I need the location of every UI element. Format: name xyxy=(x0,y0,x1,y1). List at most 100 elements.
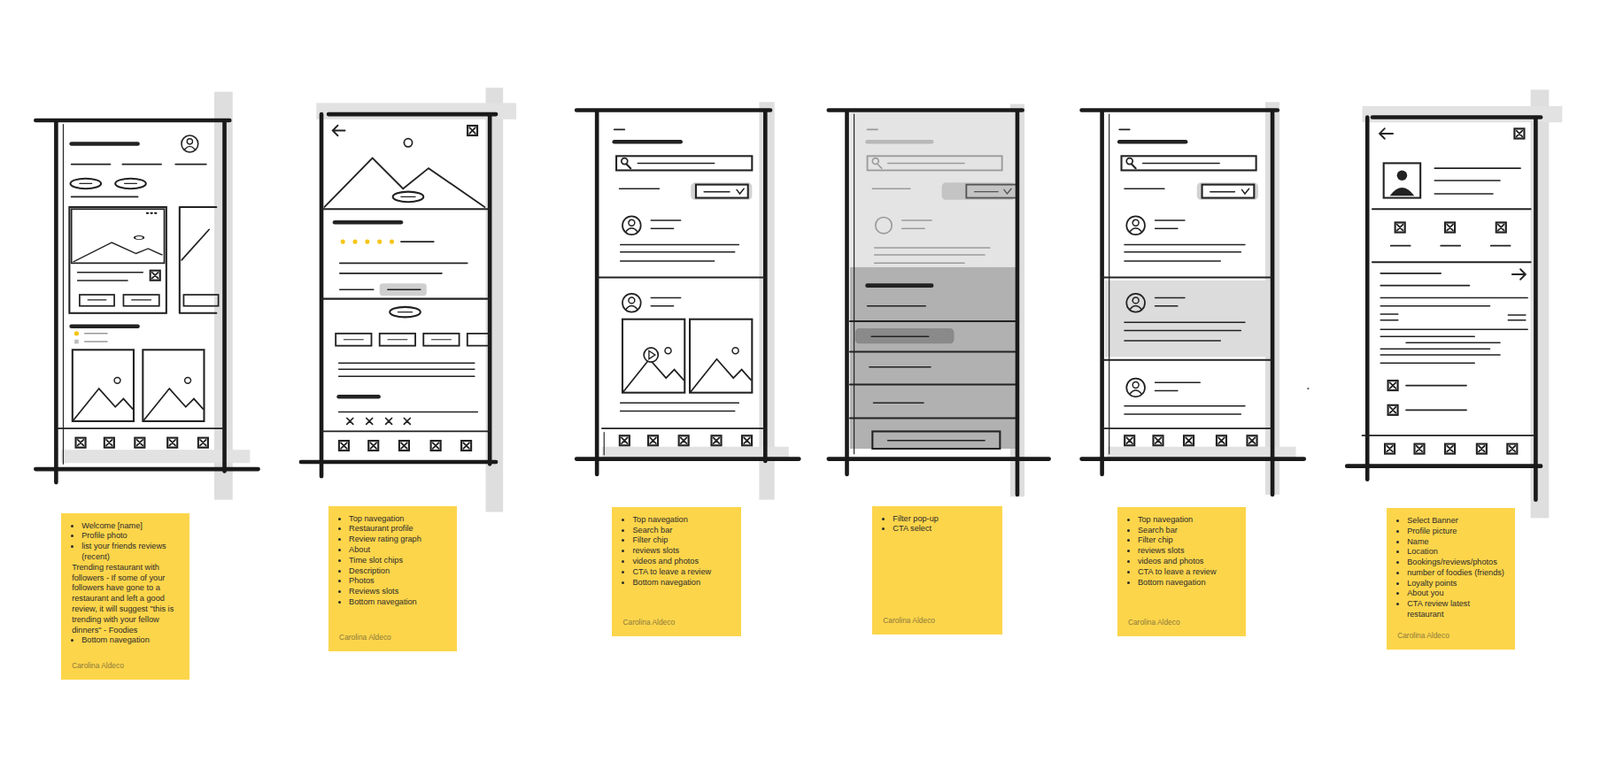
note-bullet: reviews slots xyxy=(632,546,732,557)
sketch-path xyxy=(301,114,496,477)
sketch-path xyxy=(321,298,490,301)
note-bullet: CTA to leave a review xyxy=(632,567,732,579)
sketch-use xyxy=(198,438,209,449)
note-bullet: Search bar xyxy=(1137,525,1237,537)
sketch-path xyxy=(1372,208,1531,263)
sticky-note: Top navegationSearch barFilter chiprevie… xyxy=(611,507,741,637)
sketch-circle xyxy=(1126,158,1133,165)
sketch-ellipse xyxy=(393,192,425,203)
note-bullet: CTA select xyxy=(892,524,993,535)
sketch-ellipse xyxy=(389,307,421,318)
sketch-use xyxy=(181,135,199,153)
note-bullet: Bottom navegation xyxy=(632,578,732,589)
note-bullet: Photos xyxy=(348,576,449,588)
sketch-circle xyxy=(74,331,79,336)
sketch-path xyxy=(1124,220,1245,262)
sketch-use xyxy=(1183,435,1194,446)
sketch-use xyxy=(622,293,642,313)
sketch-circle xyxy=(389,239,395,245)
phone-reviews xyxy=(576,101,799,500)
note-bullet: Reviews slots xyxy=(348,587,449,598)
sketch-rect xyxy=(1361,106,1562,123)
sketch-path xyxy=(1380,298,1528,364)
sketch-path xyxy=(1512,269,1526,280)
sketch-path xyxy=(62,124,64,465)
sketch-use xyxy=(1414,444,1424,455)
phone-restaurant xyxy=(301,87,517,512)
sketch-rect xyxy=(616,155,752,171)
sketch-path xyxy=(1379,128,1393,140)
sketch-use xyxy=(73,377,133,420)
sketch-path xyxy=(1102,427,1273,430)
note-bullet: videos and photos xyxy=(1137,556,1237,568)
sketch-path xyxy=(179,207,217,314)
sketch-path xyxy=(650,298,681,307)
sketch-circle xyxy=(643,347,658,363)
note-author: Carolina Aldeco xyxy=(882,605,993,627)
sketch-path xyxy=(867,305,927,307)
sketch-path xyxy=(35,120,258,483)
sketch-use xyxy=(1476,444,1487,455)
sketch-rect xyxy=(1121,155,1257,171)
note-bullet: Bottom navegation xyxy=(1137,578,1237,589)
sketch-circle xyxy=(340,239,346,245)
sketch-path xyxy=(1102,276,1273,279)
note-bullet: Welcome [name] xyxy=(81,521,181,533)
note-bullet: Restaurant profile xyxy=(348,524,449,535)
sticky-note: Select BannerProfile pictureNameLocation… xyxy=(1386,508,1515,650)
sketch-rect xyxy=(74,340,79,345)
sketch-use xyxy=(1126,216,1145,235)
sketch-path xyxy=(703,188,744,194)
sketch-path xyxy=(1124,298,1245,341)
sketch-use xyxy=(1124,435,1135,446)
note-bullet: Bottom navegation xyxy=(348,597,449,609)
sketch-rect xyxy=(1105,280,1268,357)
sketch-path xyxy=(872,162,990,263)
note-author: Carolina Aldeco xyxy=(71,650,181,673)
sketch-path xyxy=(620,402,740,411)
sketch-path xyxy=(602,427,766,430)
sketch-path xyxy=(867,283,933,288)
sketch-path xyxy=(1143,162,1220,164)
sketch-rect xyxy=(622,319,685,394)
sketch-use xyxy=(1445,444,1455,455)
note-bullet: number of foodies (friends) xyxy=(1406,568,1507,580)
sketch-use xyxy=(1388,405,1399,416)
sketch-use xyxy=(623,347,684,393)
note-bullet: videos and photos xyxy=(632,556,732,568)
sketch-path xyxy=(853,114,855,455)
sketch-path xyxy=(1119,139,1186,145)
sketch-path xyxy=(626,164,632,170)
note-bullet: Bottom navegation xyxy=(81,635,181,647)
sketch-path xyxy=(619,187,660,189)
sketch-path xyxy=(1380,273,1469,286)
sketch-path xyxy=(867,128,879,131)
note-list: Top navegationRestaurant profileReview r… xyxy=(339,514,449,609)
sketch-path xyxy=(1434,168,1521,194)
sketch-rect xyxy=(142,349,204,422)
sketch-use xyxy=(1246,435,1257,446)
sketch-path xyxy=(347,417,410,425)
sketch-circle xyxy=(377,239,382,245)
sketch-path xyxy=(614,128,626,131)
sketch-path xyxy=(71,141,139,147)
sketch-rect xyxy=(316,102,517,119)
sketch-path xyxy=(77,272,144,281)
sketch-circle xyxy=(364,239,370,245)
sketch-circle xyxy=(1397,170,1408,181)
sketch-use xyxy=(648,435,658,446)
sketch-use xyxy=(679,435,689,446)
sketch-use xyxy=(622,216,642,235)
sketch-use xyxy=(104,438,115,449)
sketch-path xyxy=(1406,386,1467,411)
sketch-path xyxy=(1391,245,1511,248)
sticky-note: Top navegationRestaurant profileReview r… xyxy=(328,506,457,652)
sketch-path xyxy=(620,220,740,262)
sketch-rect xyxy=(689,319,752,394)
sketch-rect xyxy=(72,349,134,422)
sketch-circle xyxy=(403,139,412,147)
sketch-circle xyxy=(1306,387,1309,390)
sketch-use xyxy=(461,440,472,451)
sketch-rect xyxy=(61,449,250,464)
